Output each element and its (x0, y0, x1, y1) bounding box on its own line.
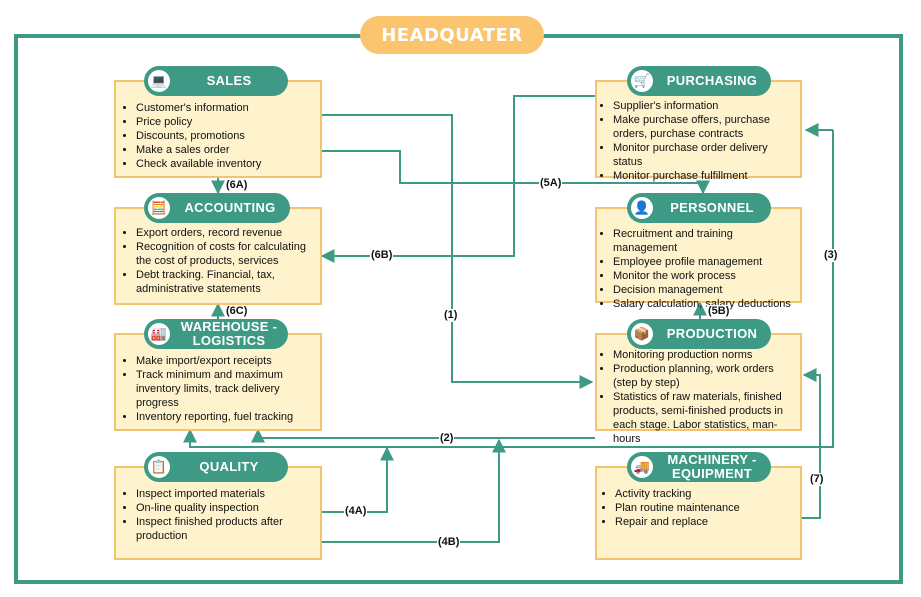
production-title: PRODUCTION (666, 326, 758, 341)
calculator-icon: 🧮 (146, 195, 172, 221)
personnel-item: Monitor the work process (613, 269, 794, 283)
flow-label-7: (7) (809, 473, 825, 486)
accounting-title: ACCOUNTING (184, 200, 276, 215)
flow-label-6b: (6B) (370, 249, 394, 262)
accounting-item: Export orders, record revenue (136, 226, 314, 240)
headquarter-title: HEADQUATER (360, 16, 544, 54)
quality-title: QUALITY (199, 459, 259, 474)
purchasing-title: PURCHASING (666, 73, 758, 88)
personnel-item: Decision management (613, 283, 794, 297)
sales-item: Make a sales order (136, 143, 314, 157)
flow-label-5a: (5A) (539, 177, 563, 190)
purchasing-item: Monitor purchase order delivery status (613, 141, 794, 169)
warehouse-box: Make import/export receipts Track minimu… (114, 333, 322, 431)
personnel-item: Employee profile management (613, 255, 794, 269)
production-item: Statistics of raw materials, finished pr… (613, 390, 794, 446)
flow-label-4b: (4B) (437, 536, 461, 549)
personnel-item: Salary calculation, salary deductions (613, 297, 794, 311)
machinery-item: Plan routine maintenance (615, 501, 794, 515)
truck-icon: 🚚 (629, 454, 655, 480)
production-box: Monitoring production norms Production p… (595, 333, 802, 445)
production-item: Production planning, work orders (step b… (613, 362, 794, 390)
purchasing-box: Supplier's information Make purchase off… (595, 80, 802, 182)
machinery-title: MACHINERY - EQUIPMENT (667, 452, 757, 481)
sales-item: Discounts, promotions (136, 129, 314, 143)
boxes-icon: 📦 (629, 321, 655, 347)
flow-4a-line (320, 446, 394, 513)
flow-label-5b: (5B) (707, 305, 731, 318)
sales-item: Customer's information (136, 101, 314, 115)
flow-label-2: (2) (439, 432, 455, 445)
machinery-item: Activity tracking (615, 487, 794, 501)
accounting-box: Export orders, record revenue Recognitio… (114, 207, 322, 305)
clipboard-check-icon: 📋 (146, 454, 172, 480)
flow-4b-line (320, 438, 506, 543)
quality-item: Inspect finished products after producti… (136, 515, 314, 543)
sales-item: Price policy (136, 115, 314, 129)
personnel-item: Recruitment and training management (613, 227, 794, 255)
flow-label-3: (3) (823, 249, 839, 262)
warehouse-item: Track minimum and maximum inventory limi… (136, 368, 314, 410)
quality-item: On-line quality inspection (136, 501, 314, 515)
flow-5a-line (320, 150, 710, 195)
laptop-icon: 💻 (146, 68, 172, 94)
flow-label-1: (1) (443, 309, 459, 322)
shopping-cart-icon: 🛒 (629, 68, 655, 94)
sales-box: Customer's information Price policy Disc… (114, 80, 322, 178)
purchasing-item: Supplier's information (613, 99, 794, 113)
flow-7-line (801, 368, 821, 519)
warehouse-icon: 🏭 (146, 321, 172, 347)
warehouse-title: WAREHOUSE - LOGISTICS (180, 319, 278, 348)
warehouse-item: Inventory reporting, fuel tracking (136, 410, 314, 424)
flow-label-6c: (6C) (225, 305, 249, 318)
flow-6b-line (320, 95, 595, 263)
flow-label-4a: (4A) (344, 505, 368, 518)
flow-2-line (183, 130, 834, 448)
personnel-title: PERSONNEL (670, 200, 754, 215)
flow-label-6a: (6A) (225, 179, 249, 192)
sales-item: Check available inventory (136, 157, 314, 171)
purchasing-item: Monitor purchase fulfillment (613, 169, 794, 183)
purchasing-item: Make purchase offers, purchase orders, p… (613, 113, 794, 141)
sales-title: SALES (206, 73, 252, 88)
personnel-box: Recruitment and training management Empl… (595, 207, 802, 310)
flow-2-branch (251, 428, 595, 443)
warehouse-item: Make import/export receipts (136, 354, 314, 368)
production-item: Monitoring production norms (613, 348, 794, 362)
accounting-item: Debt tracking. Financial, tax, administr… (136, 268, 314, 296)
quality-item: Inspect imported materials (136, 487, 314, 501)
accounting-item: Recognition of costs for calculating the… (136, 240, 314, 268)
flow-1-line (320, 114, 594, 389)
machinery-item: Repair and replace (615, 515, 794, 529)
person-icon: 👤 (629, 195, 655, 221)
